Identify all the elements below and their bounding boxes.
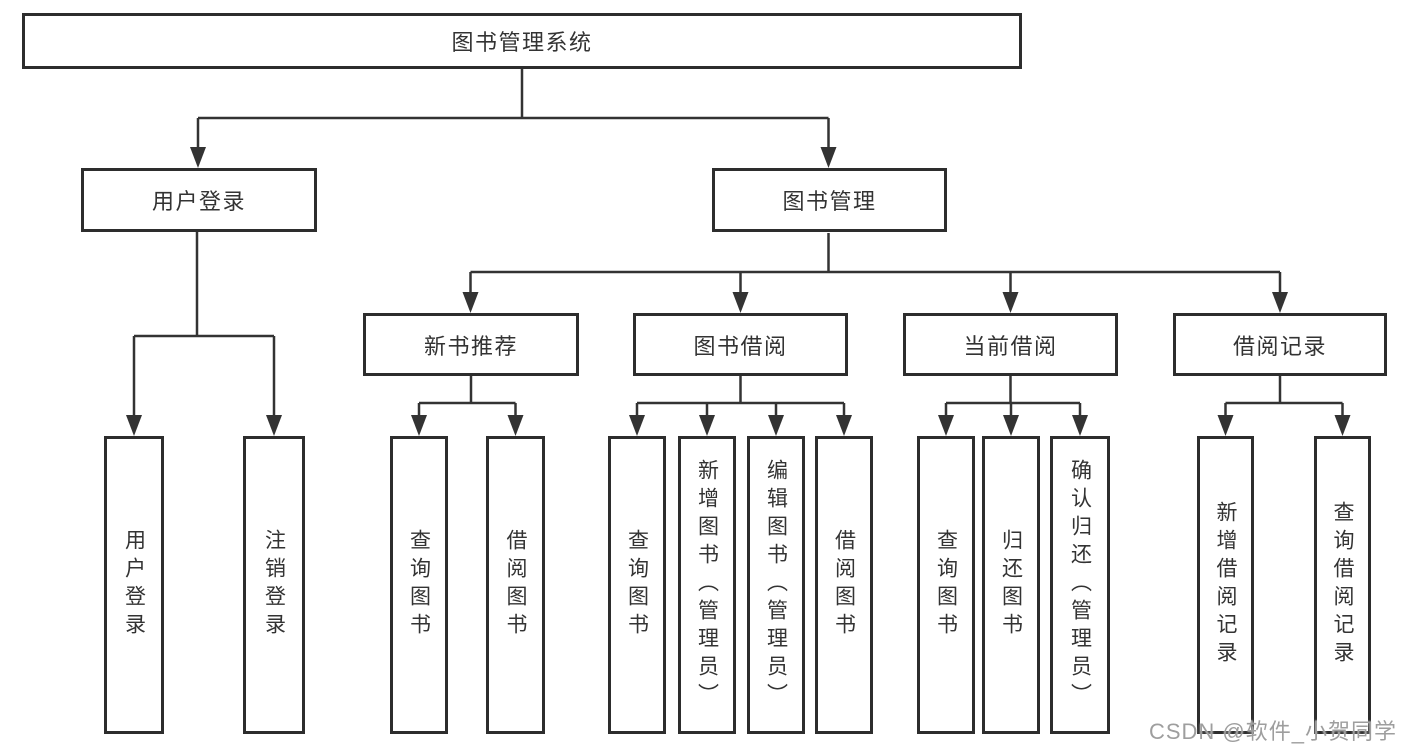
leaf-logout: 注销登录	[243, 436, 305, 734]
leaf-add-books-admin: 新增图书（管理员）	[678, 436, 736, 734]
node-borrowing-records: 借阅记录	[1173, 313, 1387, 376]
leaf-confirm-return-admin: 确认归还（管理员）	[1050, 436, 1110, 734]
node-book-management: 图书管理	[712, 168, 947, 232]
connectors	[132, 69, 1344, 417]
leaf-current-query-books: 查询图书	[917, 436, 975, 734]
leaf-query-borrow-record: 查询借阅记录	[1314, 436, 1371, 734]
leaf-borrowing-query-books: 查询图书	[608, 436, 666, 734]
leaf-add-borrow-record: 新增借阅记录	[1197, 436, 1254, 734]
node-new-book-recommend: 新书推荐	[363, 313, 579, 376]
leaf-borrow-books: 借阅图书	[815, 436, 873, 734]
arrow-down-icon	[126, 147, 1351, 436]
leaf-recommend-query-books: 查询图书	[390, 436, 448, 734]
node-user-login: 用户登录	[81, 168, 317, 232]
node-current-borrowing: 当前借阅	[903, 313, 1118, 376]
node-library-management-system: 图书管理系统	[22, 13, 1022, 69]
leaf-return-books: 归还图书	[982, 436, 1040, 734]
leaf-recommend-borrow-books: 借阅图书	[486, 436, 545, 734]
leaf-edit-books-admin: 编辑图书（管理员）	[747, 436, 805, 734]
watermark: CSDN @软件_小贺同学	[1148, 719, 1397, 744]
node-book-borrowing: 图书借阅	[633, 313, 848, 376]
leaf-user-login: 用户登录	[104, 436, 164, 734]
